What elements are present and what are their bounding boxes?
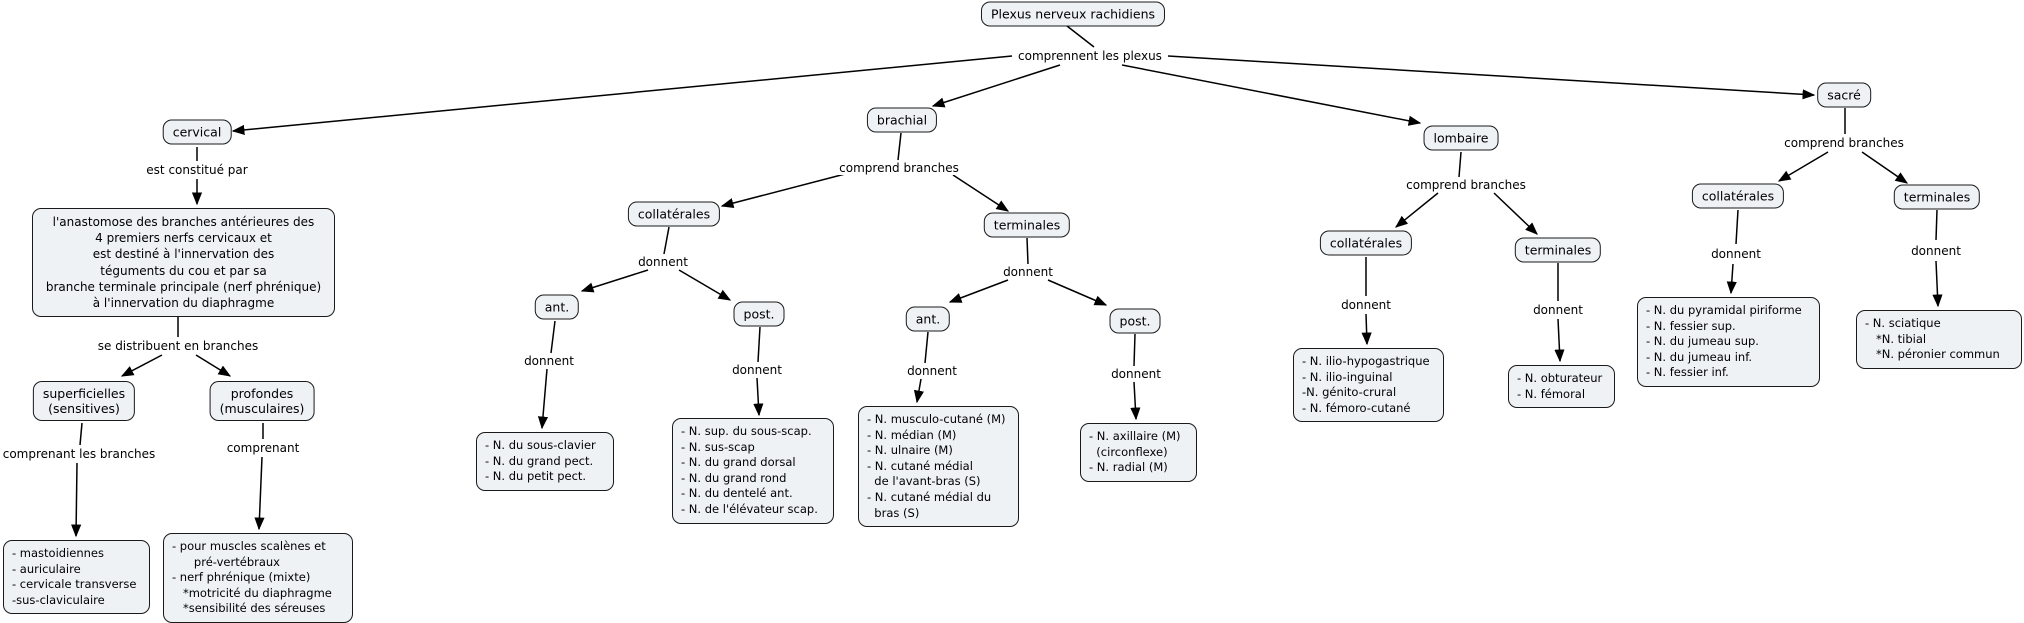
node-brachial-collat-post-nerfs[interactable]: - N. sup. du sous-scap. - N. sus-scap - … — [672, 418, 834, 524]
link-se-distribuent[interactable]: se distribuent en branches — [94, 339, 262, 353]
link-est-constitue-par[interactable]: est constitué par — [143, 163, 251, 177]
node-lombaire-terminales[interactable]: terminales — [1514, 237, 1602, 263]
node-lombaire-collaterales[interactable]: collatérales — [1319, 230, 1413, 256]
edge-root-to-comprennent — [1066, 25, 1095, 48]
node-profondes[interactable]: profondes (musculaires) — [209, 381, 315, 421]
edge-brach-term-post-donnent-to-leaf — [1130, 381, 1141, 421]
edge-brach-term-to-donnent — [1026, 237, 1029, 265]
edge-comprenant-branches-to-leaf — [71, 462, 82, 538]
link-brachial-comprend-branches[interactable]: comprend branches — [836, 161, 962, 175]
link-lombaire-term-donnent[interactable]: donnent — [1530, 303, 1586, 317]
edge-comprennent-to-brachial — [931, 64, 1061, 108]
edge-sacre-term-donnent-to-leaf — [1932, 260, 1943, 308]
node-sacre[interactable]: sacré — [1817, 82, 1871, 108]
edge-brachial-to-comprend — [897, 132, 902, 161]
link-comprennent-les-plexus[interactable]: comprennent les plexus — [1015, 49, 1165, 63]
node-cervical[interactable]: cervical — [162, 119, 232, 145]
edge-sacre-term-to-donnent — [1935, 209, 1938, 241]
node-brachial-terminales[interactable]: terminales — [983, 212, 1071, 238]
edge-lomb-comprend-to-term — [1493, 192, 1538, 235]
link-comprenant[interactable]: comprenant — [223, 441, 303, 455]
node-brachial-term-ant-nerfs[interactable]: - N. musculo-cutané (M) - N. médian (M) … — [858, 406, 1019, 528]
edge-sacre-comprend-to-term — [1861, 151, 1909, 184]
link-lombaire-comprend-branches[interactable]: comprend branches — [1403, 178, 1529, 192]
edge-brach-comprend-to-term — [952, 174, 1010, 212]
edge-comprenant-to-leaf — [254, 456, 265, 531]
link-comprenant-les-branches[interactable]: comprenant les branches — [0, 447, 159, 461]
edge-brach-collat-post-to-donnent — [757, 326, 761, 363]
node-brachial[interactable]: brachial — [866, 107, 938, 133]
link-lombaire-collat-donnent[interactable]: donnent — [1338, 298, 1394, 312]
edge-comprennent-to-lombaire — [1121, 64, 1422, 126]
edge-brach-term-post-to-donnent — [1133, 333, 1136, 367]
node-brachial-collat-ant-nerfs[interactable]: - N. du sous-clavier - N. du grand pect.… — [476, 432, 614, 491]
link-brachial-collat-donnent[interactable]: donnent — [635, 255, 691, 269]
edge-sacre-collat-to-donnent — [1735, 209, 1739, 245]
link-brachial-term-donnent[interactable]: donnent — [1000, 265, 1056, 279]
edge-brach-term-ant-to-donnent — [924, 331, 929, 364]
node-profondes-branches[interactable]: - pour muscles scalènes et pré-vertébrau… — [163, 533, 353, 623]
edge-brach-collat-donnent-to-post — [678, 269, 732, 301]
edge-se-distribuent-to-profondes — [195, 354, 232, 377]
node-brachial-terminales-ant[interactable]: ant. — [905, 306, 951, 332]
edge-brach-term-donnent-to-ant — [948, 279, 1009, 303]
link-brachial-term-ant-donnent[interactable]: donnent — [904, 364, 960, 378]
edge-brach-collat-post-donnent-to-leaf — [753, 377, 764, 417]
edge-sacre-collat-donnent-to-leaf — [1726, 263, 1737, 295]
edge-superficielles-to-comprenant-branches — [79, 422, 83, 446]
node-lombaire-collat-nerfs[interactable]: - N. ilio-hypogastrique - N. ilio-inguin… — [1293, 348, 1444, 423]
link-sacre-term-donnent[interactable]: donnent — [1908, 244, 1964, 258]
node-root[interactable]: Plexus nerveux rachidiens — [980, 1, 1166, 27]
edge-brach-comprend-to-collat — [720, 173, 846, 209]
node-lombaire[interactable]: lombaire — [1423, 125, 1499, 151]
link-brachial-collat-post-donnent[interactable]: donnent — [729, 363, 785, 377]
link-sacre-collat-donnent[interactable]: donnent — [1708, 247, 1764, 261]
edge-brach-term-donnent-to-post — [1047, 279, 1108, 306]
node-lombaire-term-nerfs[interactable]: - N. obturateur - N. fémoral — [1508, 365, 1615, 409]
node-cervical-description[interactable]: l'anastomose des branches antérieures de… — [32, 208, 335, 318]
node-brachial-collaterales-ant[interactable]: ant. — [534, 294, 580, 320]
node-superficielles-branches[interactable]: - mastoidiennes - auriculaire - cervical… — [3, 540, 150, 615]
node-sacre-collat-nerfs[interactable]: - N. du pyramidal piriforme - N. fessier… — [1637, 297, 1820, 387]
link-brachial-collat-ant-donnent[interactable]: donnent — [521, 354, 577, 368]
edge-brach-collat-ant-to-donnent — [550, 320, 556, 354]
node-brachial-collaterales[interactable]: collatérales — [627, 201, 721, 227]
node-brachial-terminales-post[interactable]: post. — [1109, 308, 1161, 334]
edge-comprennent-to-cervical — [231, 55, 1013, 135]
edge-comprennent-to-sacre — [1167, 55, 1816, 100]
node-sacre-terminales[interactable]: terminales — [1893, 184, 1981, 210]
link-sacre-comprend-branches[interactable]: comprend branches — [1781, 136, 1907, 150]
edge-lombaire-to-comprend — [1458, 151, 1462, 178]
node-superficielles[interactable]: superficielles (sensitives) — [32, 381, 136, 421]
edge-sacre-comprend-to-collat — [1777, 151, 1829, 182]
node-brachial-term-post-nerfs[interactable]: - N. axillaire (M) (circonflexe) - N. ra… — [1080, 423, 1197, 482]
edge-brach-term-ant-donnent-to-leaf — [913, 378, 924, 404]
edge-brach-collat-ant-donnent-to-leaf — [537, 368, 549, 430]
edge-brach-collat-donnent-to-ant — [580, 269, 649, 293]
edge-lomb-comprend-to-collat — [1395, 192, 1439, 228]
edge-se-distribuent-to-superficielles — [120, 354, 163, 377]
edge-lomb-term-donnent-to-leaf — [1554, 318, 1565, 363]
node-brachial-collaterales-post[interactable]: post. — [733, 301, 785, 327]
edge-lomb-collat-donnent-to-leaf — [1361, 313, 1372, 346]
node-sacre-term-nerfs[interactable]: - N. sciatique *N. tibial *N. péronier c… — [1856, 310, 2022, 369]
node-sacre-collaterales[interactable]: collatérales — [1691, 183, 1785, 209]
edge-brach-collat-to-donnent — [663, 226, 670, 255]
link-brachial-term-post-donnent[interactable]: donnent — [1108, 367, 1164, 381]
